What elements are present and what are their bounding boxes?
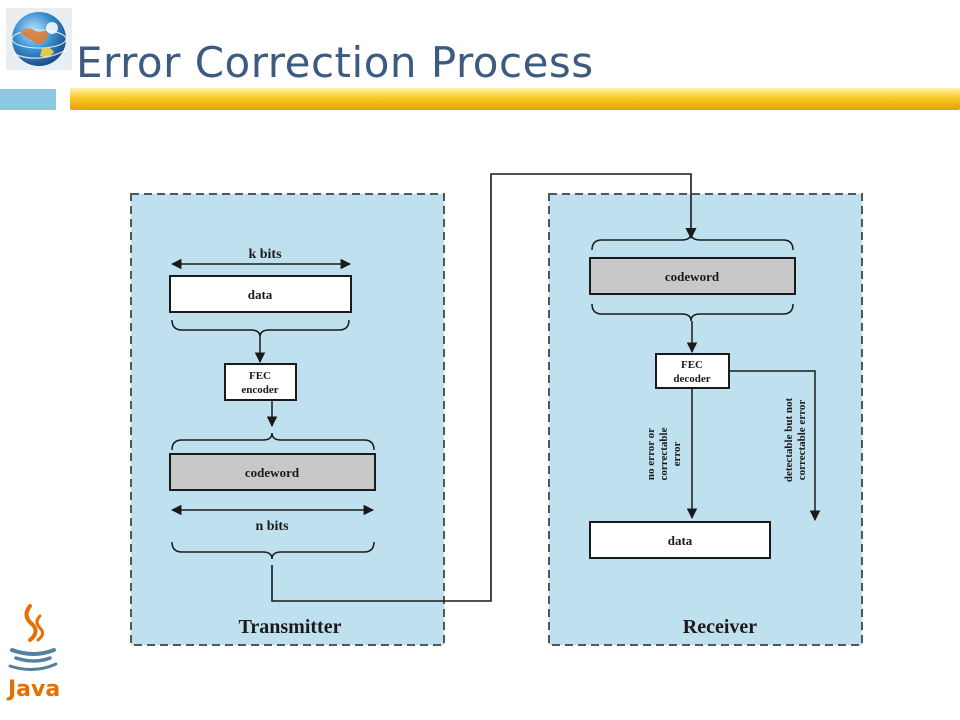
fec-decoder-box	[655, 353, 730, 389]
slide-title: Error Correction Process	[76, 38, 594, 87]
no-error-path-label: no error or correctable error	[645, 427, 683, 480]
channel-link	[271, 173, 697, 602]
tx-codeword-box	[169, 453, 376, 491]
receiver-label: Receiver	[683, 616, 758, 638]
tx-nbits-brace	[171, 541, 375, 560]
java-cup-icon	[10, 648, 56, 656]
rx-codeword-label: codeword	[665, 269, 720, 284]
title-accent-square	[0, 89, 56, 110]
java-steam-icon	[24, 604, 38, 642]
no-error-line3: error	[671, 441, 683, 466]
tx-codeword-label: codeword	[245, 465, 300, 480]
rx-codeword-box	[589, 257, 796, 295]
transmitter-label: Transmitter	[239, 616, 342, 638]
rx-arrow-uncorrectable	[729, 370, 821, 522]
title-underline-bar	[70, 88, 960, 110]
fec-decoder-line1: FEC	[681, 359, 703, 371]
no-error-line1: no error or	[645, 428, 657, 480]
rx-codeword-brace-top	[591, 232, 794, 251]
rx-codeword-brace-bottom	[591, 303, 794, 322]
uncorrectable-line2: correctable error	[796, 400, 808, 481]
n-bits-label: n bits	[255, 519, 289, 534]
tx-data-box	[169, 275, 352, 313]
uncorrectable-path-label: detectable but not correctable error	[783, 398, 808, 483]
tx-data-label: data	[248, 287, 273, 302]
k-bits-label: k bits	[248, 247, 282, 262]
fec-encoder-line1: FEC	[249, 370, 271, 382]
fec-encoder-box	[224, 363, 297, 401]
transmitter-panel	[130, 193, 445, 646]
fec-encoder-line2: encoder	[241, 384, 278, 396]
java-logo-text: Java	[6, 677, 60, 702]
uncorrectable-line1: detectable but not	[783, 398, 795, 483]
globe-logo	[6, 8, 72, 70]
fec-decoder-line2: decoder	[673, 373, 710, 385]
no-error-line2: correctable	[658, 427, 670, 480]
java-logo: Java	[6, 604, 60, 702]
rx-data-box	[589, 521, 771, 559]
rx-data-label: data	[668, 533, 693, 548]
tx-codeword-brace-top	[171, 432, 375, 451]
